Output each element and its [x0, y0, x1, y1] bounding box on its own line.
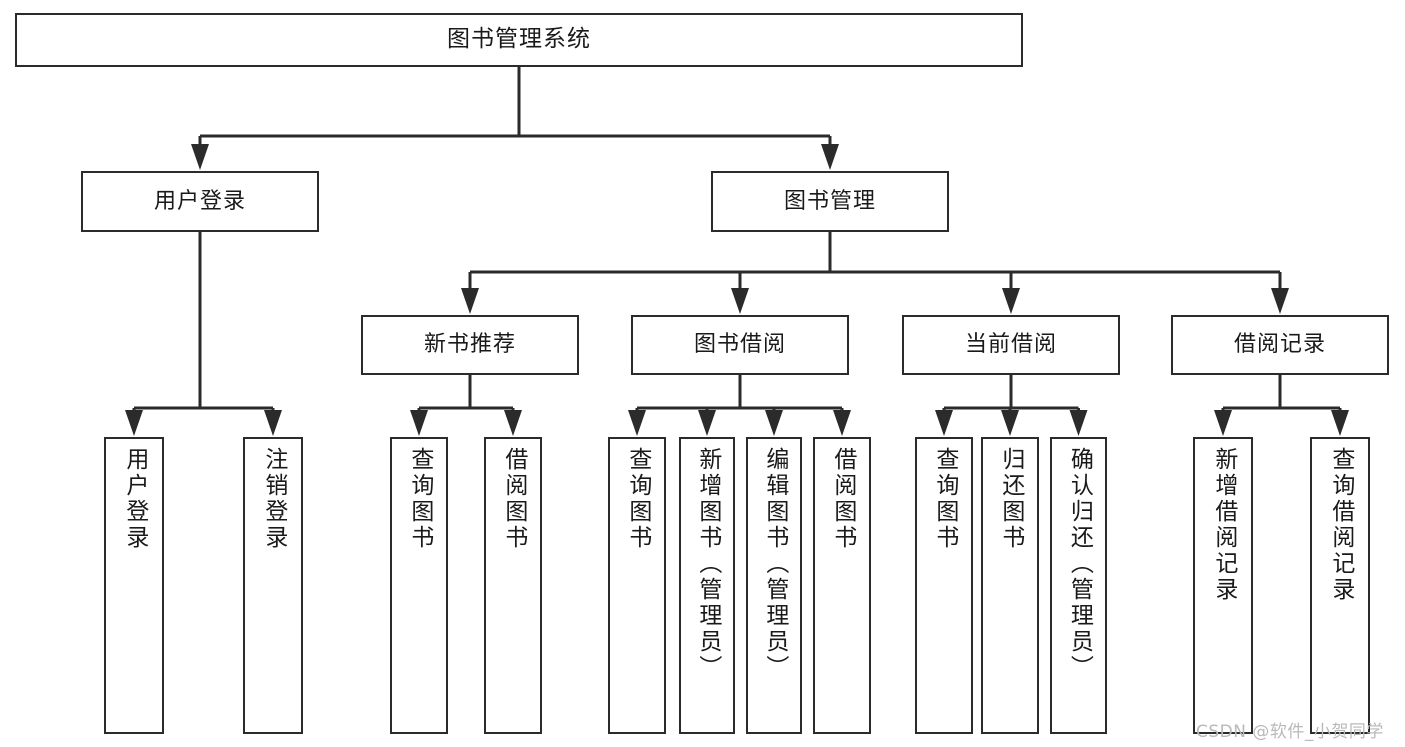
node-label-leaf-return-book: 归还图书: [997, 447, 1024, 551]
node-leaf-query-book-cur[interactable]: 查询图书: [915, 437, 973, 734]
node-label-leaf-query-borrow-record: 查询借阅记录: [1327, 447, 1354, 603]
node-leaf-query-book-rec[interactable]: 查询图书: [390, 437, 448, 734]
node-label-user-login: 用户登录: [153, 188, 246, 214]
node-leaf-add-book-admin[interactable]: 新增图书（管理员）: [679, 437, 735, 734]
node-leaf-query-book-borrow[interactable]: 查询图书: [608, 437, 666, 734]
node-leaf-add-borrow-record[interactable]: 新增借阅记录: [1193, 437, 1253, 734]
node-label-leaf-borrow-book-rec: 借阅图书: [500, 447, 527, 551]
node-label-root: 图书管理系统: [447, 26, 591, 53]
node-leaf-user-login[interactable]: 用户登录: [104, 437, 164, 734]
node-label-leaf-confirm-return-admin: 确认归还（管理员）: [1066, 447, 1093, 681]
node-label-leaf-edit-book-admin: 编辑图书（管理员）: [761, 447, 788, 681]
node-root[interactable]: 图书管理系统: [15, 13, 1023, 67]
node-leaf-edit-book-admin[interactable]: 编辑图书（管理员）: [746, 437, 802, 734]
node-label-leaf-query-book-borrow: 查询图书: [624, 447, 651, 551]
node-label-leaf-query-book-cur: 查询图书: [931, 447, 958, 551]
node-user-login[interactable]: 用户登录: [81, 171, 319, 232]
node-book-manage[interactable]: 图书管理: [711, 171, 949, 232]
watermark-text: CSDN @软件_小贺同学: [1196, 722, 1384, 742]
node-current-borrow[interactable]: 当前借阅: [902, 315, 1120, 375]
node-label-new-book-recommend: 新书推荐: [423, 332, 516, 358]
node-label-borrow-record: 借阅记录: [1233, 332, 1326, 358]
node-borrow-record[interactable]: 借阅记录: [1171, 315, 1389, 375]
node-label-leaf-borrow-book: 借阅图书: [829, 447, 856, 551]
node-new-book-recommend[interactable]: 新书推荐: [361, 315, 579, 375]
node-label-leaf-logout: 注销登录: [260, 447, 287, 551]
node-leaf-confirm-return-admin[interactable]: 确认归还（管理员）: [1050, 437, 1107, 734]
node-leaf-return-book[interactable]: 归还图书: [981, 437, 1039, 734]
node-label-book-manage: 图书管理: [783, 188, 876, 214]
node-label-current-borrow: 当前借阅: [964, 332, 1057, 358]
node-label-book-borrow: 图书借阅: [693, 332, 786, 358]
node-leaf-borrow-book-rec[interactable]: 借阅图书: [484, 437, 542, 734]
node-leaf-query-borrow-record[interactable]: 查询借阅记录: [1310, 437, 1370, 734]
node-label-leaf-add-borrow-record: 新增借阅记录: [1210, 447, 1237, 603]
node-leaf-borrow-book[interactable]: 借阅图书: [813, 437, 871, 734]
node-book-borrow[interactable]: 图书借阅: [631, 315, 849, 375]
node-label-leaf-user-login: 用户登录: [121, 447, 148, 551]
node-leaf-logout[interactable]: 注销登录: [243, 437, 303, 734]
node-label-leaf-query-book-rec: 查询图书: [406, 447, 433, 551]
node-label-leaf-add-book-admin: 新增图书（管理员）: [694, 447, 721, 681]
